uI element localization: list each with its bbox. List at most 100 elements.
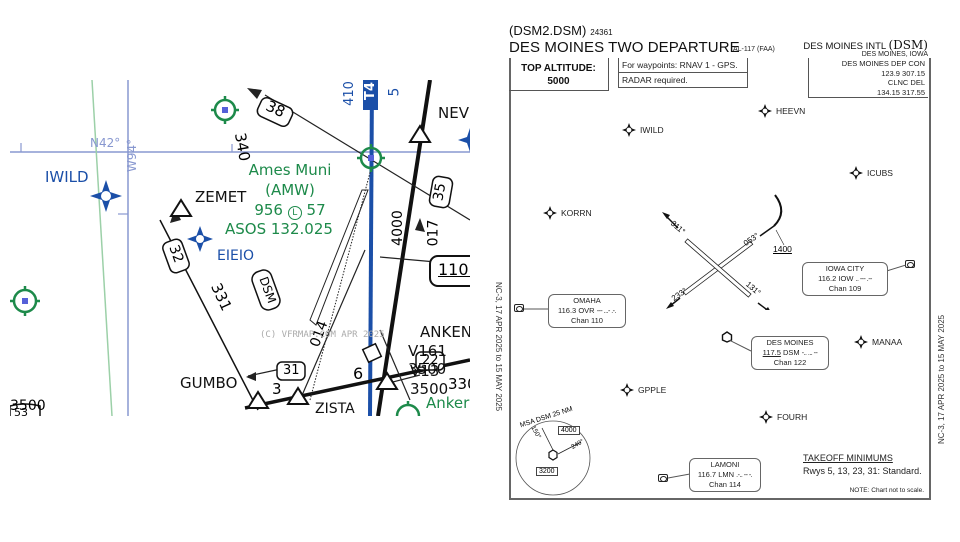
waypoint-korrn[interactable]: KORRN xyxy=(543,206,592,220)
airway-label-v161: V161 3500 xyxy=(408,342,447,378)
airport-ankeny-icon xyxy=(395,401,421,416)
morse-code: -.. ... -- xyxy=(801,349,818,357)
fix-label-zemet: ZEMET xyxy=(195,188,247,206)
rnav-waypoint-icon xyxy=(622,123,636,137)
airport-ames-icon xyxy=(357,144,385,172)
fix-label-eieio: EIEIO xyxy=(217,248,254,264)
airport-west-icon xyxy=(10,286,40,316)
rnav-waypoint-icon xyxy=(758,104,772,118)
clnc-del-freq: 134.15 317.55 xyxy=(877,87,925,97)
mileage-label-3: 3 xyxy=(272,380,282,398)
navaid-box-des-moines[interactable]: DES MOINES 117.5 DSM -.. ... -- Chan 122 xyxy=(751,336,829,370)
clnc-del-label: CLNC DEL xyxy=(887,78,925,87)
navaid-freq: 117.5 xyxy=(762,347,781,357)
navaid-freq: 116.7 xyxy=(697,469,717,479)
fix-triangle-zista xyxy=(286,386,310,405)
fix-label-iwild: IWILD xyxy=(45,168,89,186)
morse-code: .. --- .-- xyxy=(855,275,873,283)
navaid-name: OMAHA xyxy=(573,296,601,305)
fix-triangle-zemet xyxy=(169,198,193,217)
rnav-waypoint-icon xyxy=(759,410,773,424)
watermark: (C) VFRMAP.COM APR 2025 xyxy=(260,330,385,340)
airway-t4 xyxy=(368,80,374,416)
route-shield-32 xyxy=(162,238,190,274)
waypoint-iwild[interactable]: IWILD xyxy=(622,123,664,137)
rnav-waypoint-icon xyxy=(854,335,868,349)
vor-frequency-box xyxy=(429,255,470,287)
longitude-label: W94° xyxy=(125,138,139,172)
dep-con-label: DES MOINES DEP CON xyxy=(841,59,925,68)
scale-note: NOTE: Chart not to scale. xyxy=(849,487,924,494)
airport-title: DES MOINES INTL (DSM) xyxy=(803,38,928,52)
amendment-number: 24361 xyxy=(590,28,613,37)
shield-label-35: 35 xyxy=(430,181,450,203)
navaid-box-omaha[interactable]: OMAHA 116.3 OVR --- ...- .-. Chan 110 xyxy=(548,294,626,328)
shield-label-31: 31 xyxy=(283,363,300,378)
boundary-line xyxy=(91,80,113,416)
latitude-label: N42° xyxy=(90,136,121,150)
morse-code: --- ...- .-. xyxy=(596,307,617,315)
plate-frame xyxy=(509,58,931,500)
fix-label-zista: ZISTA xyxy=(315,401,355,416)
msa-circle: MSA DSM 25 NM 150° 240° 4000 3200 xyxy=(515,406,595,501)
navaid-channel: Chan 109 xyxy=(828,284,862,293)
asos-frequency: ASOS 132.025 xyxy=(225,220,333,238)
waypoint-heevn[interactable]: HEEVN xyxy=(758,104,805,118)
vor-frequency-label: 110. xyxy=(438,260,470,279)
navaid-ident: DSM xyxy=(782,347,800,357)
fix-label-gumbo: GUMBO xyxy=(180,374,238,392)
dep-con-freq: 123.9 307.15 xyxy=(881,68,925,78)
lighting-icon: L xyxy=(287,206,302,220)
departure-procedure-plate[interactable]: (DSM2.DSM)24361 DES MOINES TWO DEPARTURE… xyxy=(494,20,950,510)
takeoff-minimums: TAKEOFF MINIMUMS Rwys 5, 13, 23, 31: Sta… xyxy=(803,452,922,478)
airport-name: DES MOINES INTL xyxy=(803,41,886,52)
fix-label-anken: ANKEN xyxy=(420,323,470,341)
navaid-ident: LMN xyxy=(718,469,735,479)
navaid-freq: 116.2 xyxy=(818,273,837,283)
airport-elevation: 956 xyxy=(254,201,283,219)
msa-altitude-4000: 4000 xyxy=(558,426,580,435)
airport-north-icon xyxy=(211,96,239,124)
vortac-lamoni-icon xyxy=(658,474,668,482)
al-number: AL-117 (FAA) xyxy=(733,46,775,53)
radial-label-017: 017 xyxy=(425,219,442,247)
climb-altitude-label: 1400 xyxy=(773,244,792,254)
navaid-ident: IOW xyxy=(838,273,854,283)
navaid-freq: 116.3 xyxy=(558,305,577,315)
altitude-label-3500: 3500 xyxy=(10,398,46,414)
arrow-icon xyxy=(765,307,770,310)
plate-header-code: (DSM2.DSM)24361 xyxy=(509,23,613,38)
waypoint-fourh[interactable]: FOURH xyxy=(759,410,807,424)
navaid-box-lamoni[interactable]: LAMONI 116.7 LMN .-.. -- -. Chan 114 xyxy=(689,458,761,492)
takeoff-title: TAKEOFF MINIMUMS xyxy=(803,453,893,463)
waypoint-gpple[interactable]: GPPLE xyxy=(620,383,666,397)
vortac-des-moines-icon xyxy=(721,331,733,343)
mileage-label-6: 6 xyxy=(353,364,364,383)
airport-city: DES MOINES, IOWA xyxy=(861,51,928,58)
runway-length: 57 xyxy=(306,201,326,219)
fix-triangle-gumbo xyxy=(246,390,270,409)
shield-label-53: 53 xyxy=(14,406,28,416)
route-shield-35 xyxy=(428,175,454,209)
vor-checkpoint-icon xyxy=(361,342,383,364)
route-shield-38 xyxy=(256,96,294,128)
navaid-channel: Chan 122 xyxy=(773,358,807,367)
computer-code: (DSM2.DSM) xyxy=(509,23,587,38)
navaid-channel: Chan 110 xyxy=(571,316,603,325)
airport-code: (AMW) xyxy=(265,181,315,199)
waypoint-manaa[interactable]: MANAA xyxy=(854,335,902,349)
airport-label-ankeny: Anker xyxy=(426,394,470,412)
navaid-name: DES MOINES xyxy=(766,338,814,347)
vortac-omaha-icon xyxy=(514,304,524,312)
arrow-icon xyxy=(666,302,674,309)
route-shield-dsm xyxy=(251,269,281,311)
rnav-waypoint-icon xyxy=(620,383,634,397)
waypoint-icubs[interactable]: ICUBS xyxy=(849,166,893,180)
vortac-iowa-city-icon xyxy=(905,260,915,268)
navaid-box-iowa-city[interactable]: IOWA CITY 116.2 IOW .. --- .-- Chan 109 xyxy=(802,262,888,296)
fix-triangle-nev xyxy=(408,124,432,143)
shield-label-22: 22 xyxy=(422,353,439,368)
vfr-sectional-map[interactable]: T4 xyxy=(10,80,470,416)
airport-elevation-row: 956 L 57 xyxy=(240,200,340,220)
airway-mea-410: 410 xyxy=(341,81,357,106)
